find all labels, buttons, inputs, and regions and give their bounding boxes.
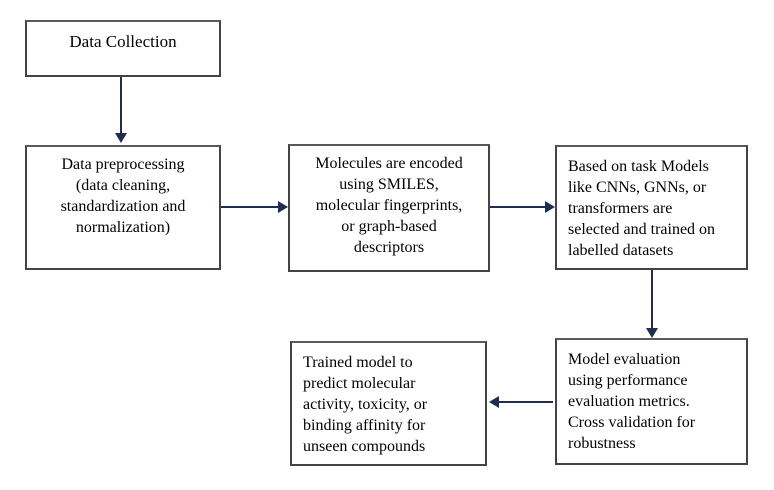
arrow-shaft: [651, 270, 653, 329]
arrow-shaft: [498, 401, 553, 403]
arrowhead-down-icon: [646, 328, 658, 338]
arrowhead-left-icon: [489, 396, 499, 408]
node-molecular-encoding: Molecules are encoded using SMILES, mole…: [288, 144, 490, 272]
node-model-evaluation: Model evaluation using performance evalu…: [555, 338, 748, 465]
arrowhead-down-icon: [115, 133, 127, 143]
arrow-shaft: [490, 206, 546, 208]
arrowhead-right-icon: [278, 201, 288, 213]
arrowhead-right-icon: [545, 201, 555, 213]
node-trained-model-prediction: Trained model to predict molecular activ…: [290, 341, 487, 466]
node-data-preprocessing: Data preprocessing (data cleaning, stand…: [25, 145, 221, 270]
arrow-shaft: [221, 206, 279, 208]
arrow-shaft: [120, 77, 122, 134]
node-data-collection: Data Collection: [25, 20, 221, 77]
node-model-selection-training: Based on task Models like CNNs, GNNs, or…: [555, 145, 748, 270]
